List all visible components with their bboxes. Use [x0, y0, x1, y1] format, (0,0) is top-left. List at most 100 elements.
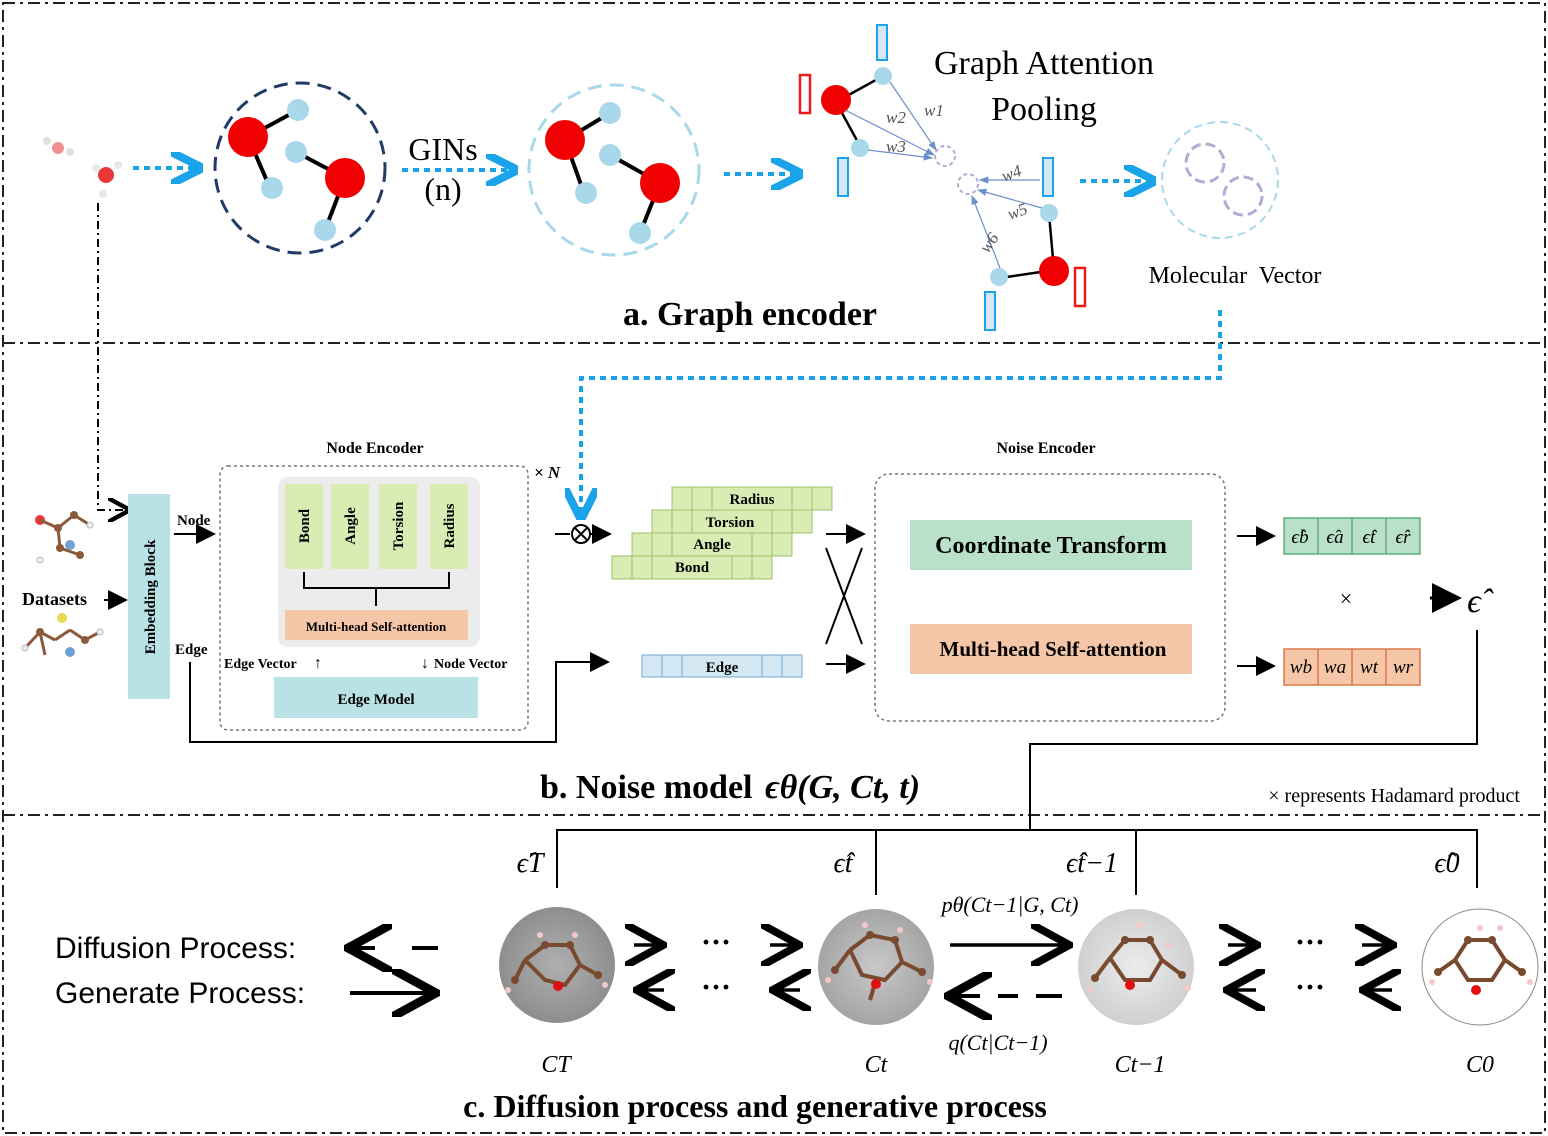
weight-w4: w4 — [999, 161, 1025, 186]
noise-encoder-box — [874, 473, 1226, 722]
gins-label: GINs — [408, 131, 477, 167]
state-Ct-label: Ct — [865, 1052, 889, 1078]
edge-label: Edge — [175, 642, 208, 658]
weight-w6: w6 — [976, 229, 1003, 257]
weight-w3: w3 — [886, 137, 906, 156]
edge-bar-label: Edge — [706, 660, 739, 676]
input-molecule — [43, 137, 122, 198]
embedding-block — [128, 494, 170, 699]
eps-a: ϵ̂a — [1326, 527, 1343, 548]
transition-t-1-to-0 — [1228, 945, 1392, 990]
feature-stack-grid — [631, 487, 813, 579]
graph-after-gins — [527, 83, 701, 257]
edge-bar-grid — [661, 655, 783, 677]
stack-radius-label: Radius — [729, 492, 774, 508]
mhsa-small-box — [285, 610, 468, 640]
generate-process-label: Generate Process: — [55, 977, 305, 1010]
weight-output-boxes — [1283, 648, 1421, 686]
eps-hat-output: ϵ̂ — [1467, 583, 1494, 620]
section-b-title-prefix: b. Noise model — [540, 769, 761, 806]
node-vector-arrow: ↓ — [421, 655, 429, 672]
eps-bracket-top — [556, 829, 1478, 888]
edge-bypass-line — [189, 652, 610, 743]
edge-model-box — [274, 677, 478, 718]
w-r: wr — [1393, 657, 1414, 678]
diffusion-process-label: Diffusion Process: — [55, 932, 296, 965]
w-t: wt — [1360, 657, 1379, 678]
feature-bracket — [303, 572, 450, 606]
section-a-title: a. Graph encoder — [623, 296, 877, 333]
eps-output-boxes — [1283, 517, 1421, 555]
connector-eps-to-diffusion — [1029, 630, 1478, 830]
graph-attention-pooling — [798, 24, 1087, 331]
transition-T-to-t — [634, 945, 800, 990]
pooling-title-line2: Pooling — [991, 91, 1097, 128]
edge-vector-arrow: ↑ — [314, 655, 322, 672]
graph-before-gins — [213, 81, 387, 255]
edge-vector-label: Edge Vector — [224, 657, 297, 672]
node-encoder-box — [219, 465, 529, 731]
eps-r: ϵ̂r — [1395, 527, 1411, 548]
feature-torsion — [379, 484, 417, 569]
eps-t-1-label: ϵ̂t−1 — [1066, 848, 1118, 879]
weight-w1: w1 — [924, 101, 944, 120]
eps-0-label: ϵ̂0 — [1434, 848, 1459, 879]
cross-line-2 — [825, 547, 863, 645]
dots-bottom-1: ··· — [701, 971, 731, 1004]
stack-angle-label: Angle — [693, 537, 731, 553]
feature-torsion-label: Torsion — [391, 501, 407, 550]
otimes-icon — [571, 524, 591, 544]
connector-input-to-embedding — [97, 203, 128, 510]
state-Ct-1-molecule — [1078, 909, 1194, 1025]
molecular-vector-circle — [1161, 121, 1279, 239]
feature-angle-label: Angle — [343, 507, 359, 545]
molecular-vector-label: Molecular Vector — [1149, 263, 1322, 289]
weight-w2: w2 — [886, 108, 906, 127]
node-label: Node — [177, 513, 211, 529]
state-CT-molecule — [499, 907, 615, 1023]
times-n-label: × N — [534, 463, 561, 482]
p-theta-label: pθ(Ct−1|G, Ct) — [940, 892, 1079, 917]
section-c-title: c. Diffusion process and generative proc… — [463, 1088, 1047, 1124]
stack-torsion-label: Torsion — [706, 515, 755, 531]
mhsa-large-label: Multi-head Self-attention — [940, 637, 1167, 661]
eps-T-label: ϵ̂T — [517, 848, 546, 879]
mhsa-small-label: Multi-head Self-attention — [306, 619, 447, 634]
datasets-label: Datasets — [22, 589, 87, 609]
pooling-title-line1: Graph Attention — [934, 45, 1154, 82]
coordinate-transform-label: Coordinate Transform — [935, 533, 1167, 559]
edge-model-label: Edge Model — [337, 692, 414, 708]
node-vector-label: Node Vector — [434, 657, 508, 672]
noise-encoder-title: Noise Encoder — [996, 440, 1095, 457]
state-C0-label: C0 — [1466, 1052, 1494, 1078]
node-encoder-title: Node Encoder — [326, 440, 423, 457]
w-b: wb — [1290, 657, 1312, 678]
coordinate-transform-box — [910, 520, 1192, 570]
state-Ct-1-label: Ct−1 — [1115, 1052, 1166, 1078]
connector-molvec-to-otimes — [581, 310, 1222, 512]
dots-top-2: ··· — [1295, 926, 1325, 959]
state-CT-label: CT — [541, 1052, 572, 1078]
eps-t: ϵ̂t — [1363, 527, 1379, 548]
stack-bond-label: Bond — [675, 560, 710, 576]
w-a: wa — [1324, 657, 1346, 678]
hadamard-note: × represents Hadamard product — [1268, 785, 1520, 807]
mhsa-large-box — [910, 624, 1192, 674]
feature-radius-label: Radius — [442, 503, 458, 548]
feature-angle — [331, 484, 369, 569]
eps-t-label: ϵ̂t — [833, 848, 855, 879]
hadamard-times: × — [1340, 586, 1352, 611]
state-Ct-molecule — [818, 909, 934, 1025]
section-b-title-math: ϵθ(G, Ct, t) — [765, 769, 920, 806]
q-label: q(Ct|Ct−1) — [948, 1030, 1047, 1055]
feature-stack — [611, 486, 833, 580]
dots-bottom-2: ··· — [1295, 971, 1325, 1004]
embedding-block-label: Embedding Block — [143, 539, 159, 654]
dataset-molecules — [21, 511, 104, 657]
gins-n-label: (n) — [424, 171, 461, 207]
feature-bond — [285, 484, 323, 569]
eps-b: ϵ̂b — [1291, 527, 1308, 548]
state-C0-molecule — [1421, 908, 1539, 1026]
